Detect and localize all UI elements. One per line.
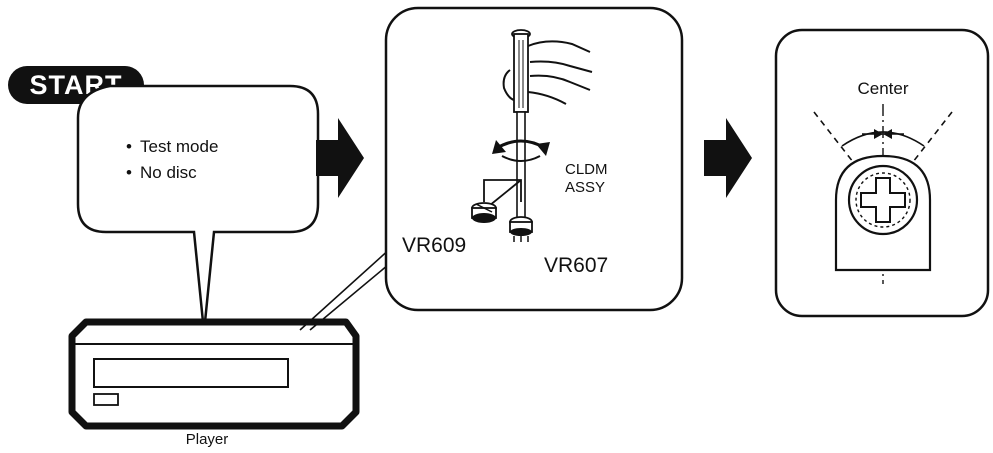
- vr609-label: VR609: [402, 234, 466, 257]
- condition-no-disc: No disc: [140, 163, 197, 182]
- cross-slot-icon: [860, 177, 906, 223]
- flow-arrow-2: [704, 118, 752, 198]
- assembly-label-line2: ASSY: [565, 179, 605, 196]
- condition-test-mode: Test mode: [140, 137, 218, 156]
- screwdriver-in-hand-icon: [502, 29, 593, 221]
- center-label: Center: [857, 79, 908, 98]
- player-device: Player: [68, 318, 360, 448]
- trimmer-potentiometer-right-icon: [509, 216, 533, 242]
- assembly-label-line1: CLDM: [565, 161, 608, 178]
- rotate-arrows-icon: [492, 139, 550, 162]
- player-display-window: [93, 358, 289, 388]
- pot-connector: [483, 179, 522, 202]
- trimmer-potentiometer-left-icon: [471, 202, 497, 223]
- bubble-outline: [76, 84, 320, 333]
- player-button: [93, 393, 119, 406]
- condition-bubble: • Test mode • No disc: [76, 84, 320, 333]
- adjustment-panel: CLDM ASSY VR609 VR607: [384, 6, 684, 312]
- player-label: Player: [186, 431, 229, 448]
- vr607-label: VR607: [544, 254, 608, 277]
- condition-bullet-1: •: [126, 137, 132, 156]
- result-panel: Center: [774, 28, 990, 318]
- flow-arrow-1: [316, 118, 364, 198]
- condition-bullet-2: •: [126, 163, 132, 182]
